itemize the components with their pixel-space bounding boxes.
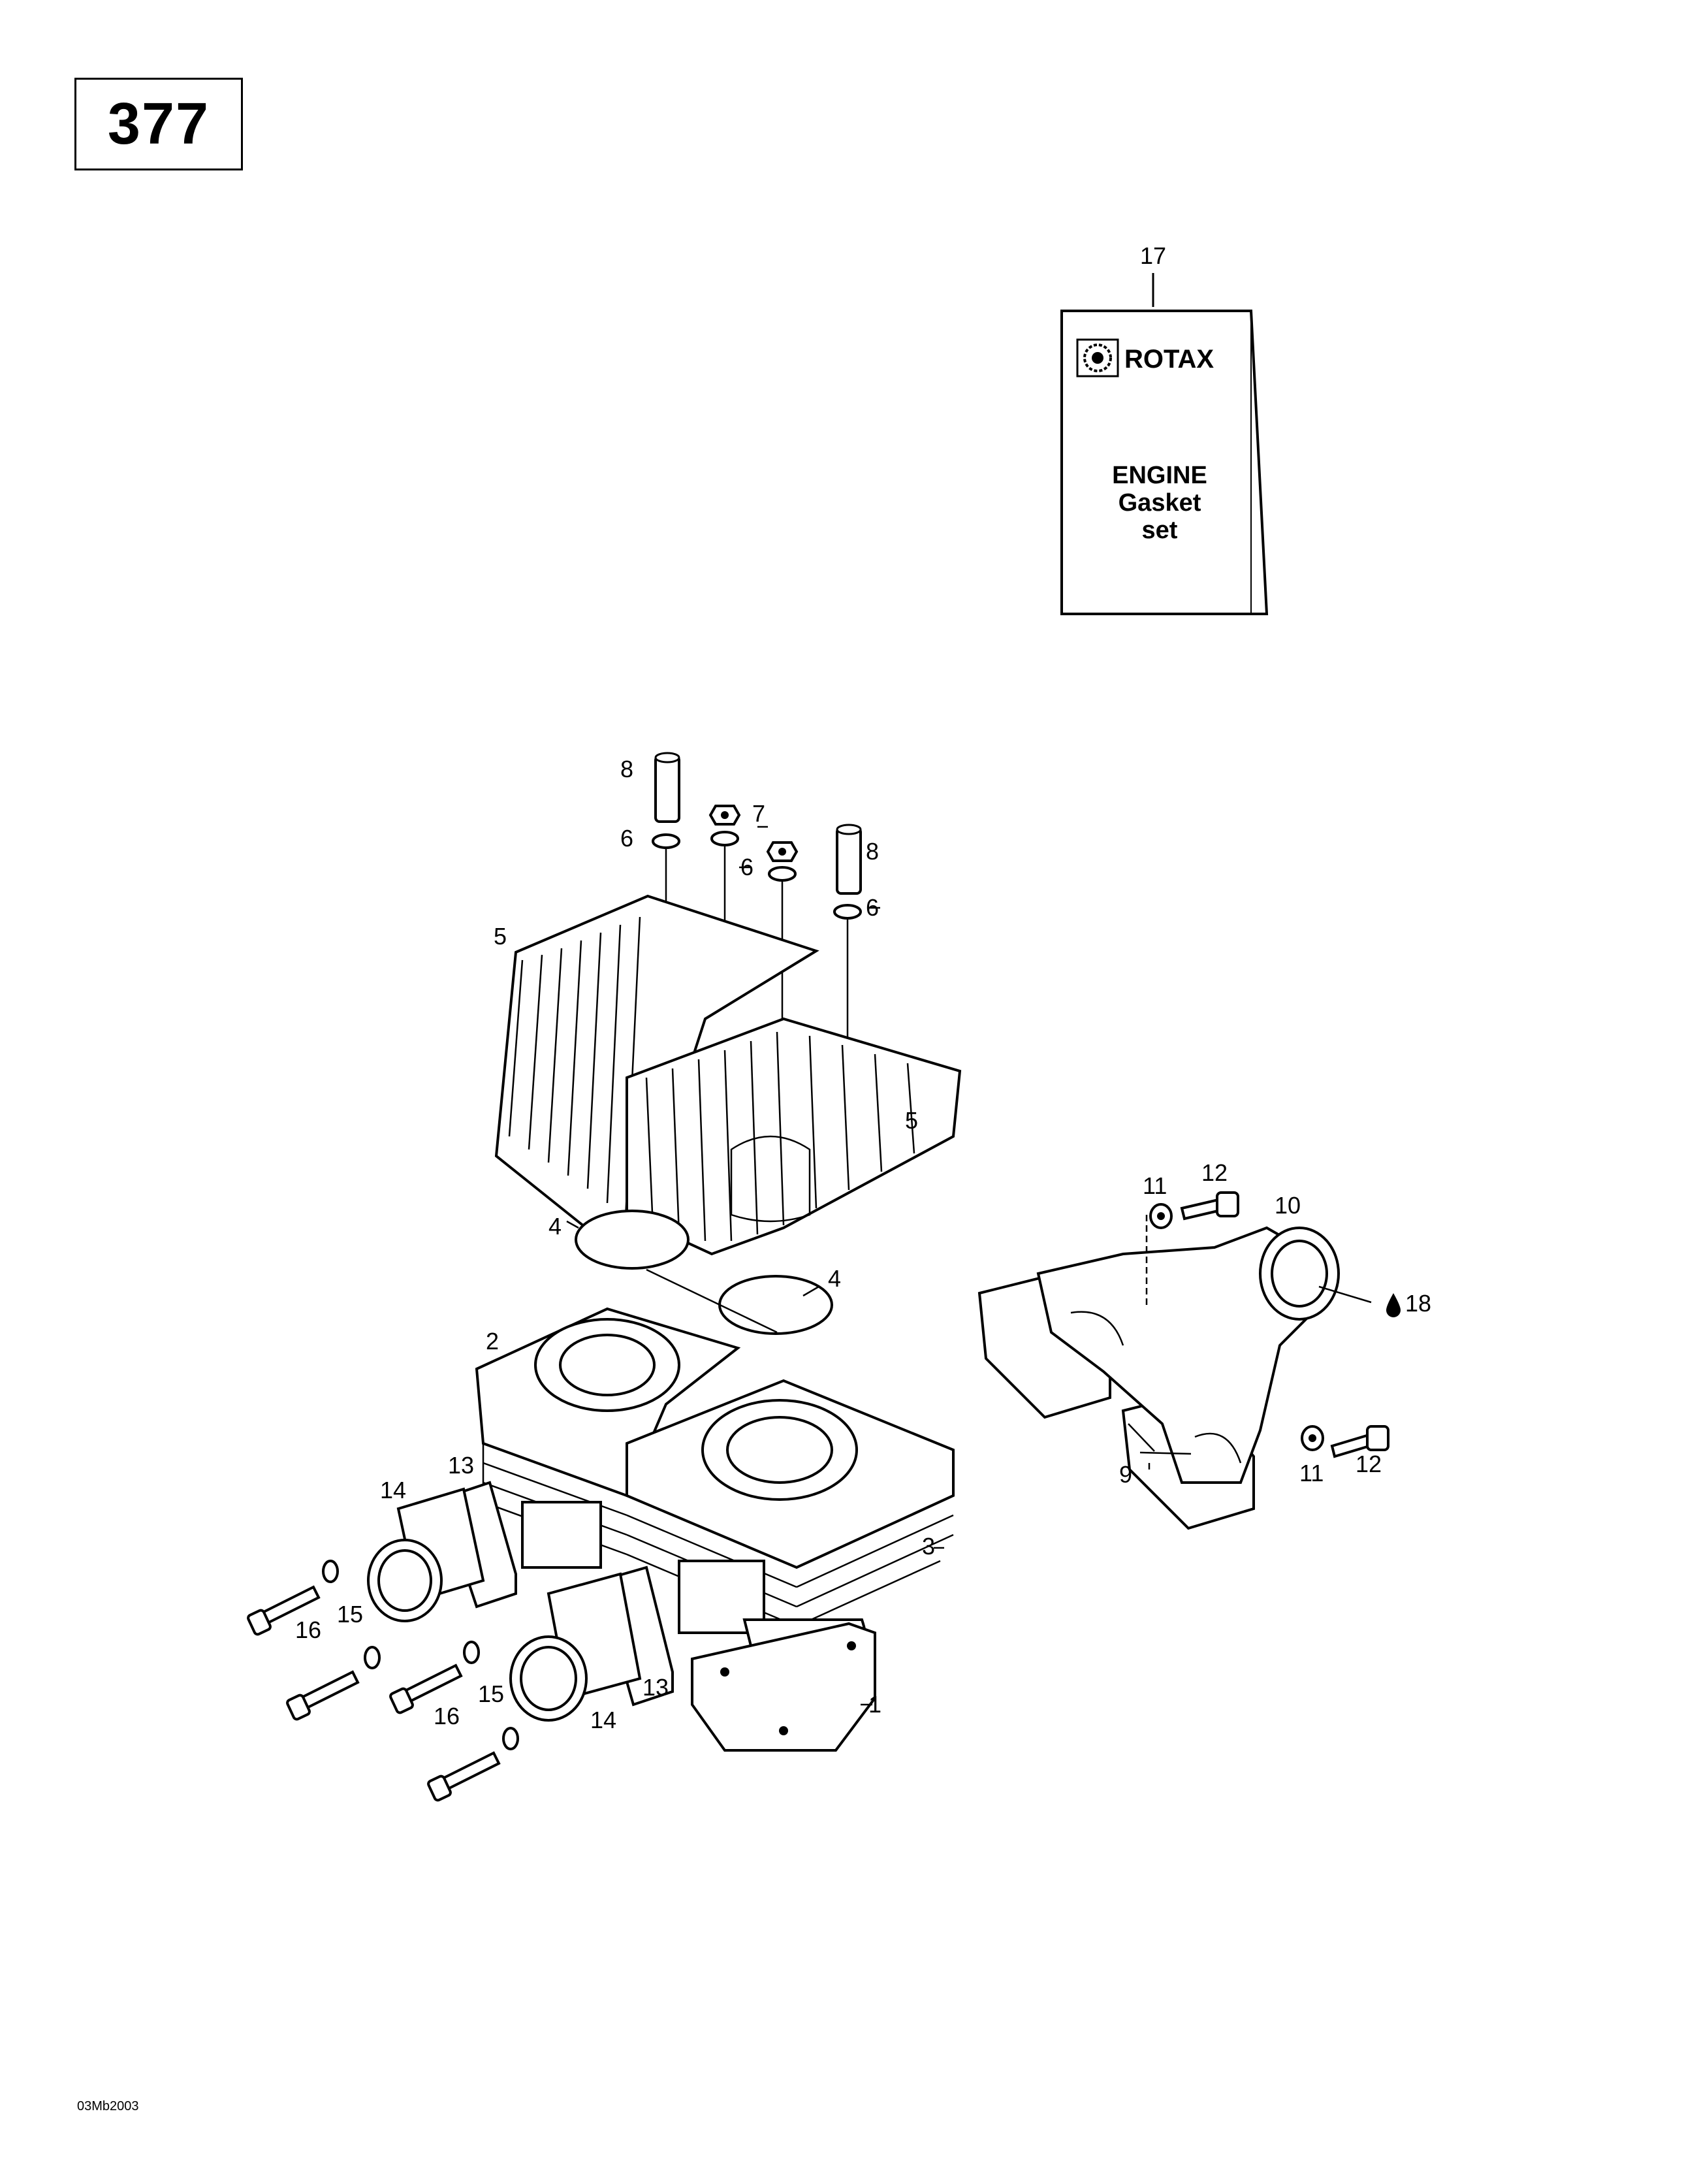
- exhaust-manifold[interactable]: [1036, 1226, 1340, 1484]
- callout-12-lower: 12: [1356, 1451, 1382, 1477]
- callout-14-upper: 14: [380, 1477, 406, 1503]
- callout-5-lower: 5: [905, 1107, 918, 1134]
- gasket-set-package[interactable]: ROTAX ENGINE Gasket set: [1060, 273, 1269, 615]
- page-number-box: 377: [74, 78, 243, 170]
- o-ring-right[interactable]: [718, 1275, 833, 1335]
- callout-12-upper: 12: [1201, 1159, 1228, 1186]
- base-gasket[interactable]: [691, 1622, 876, 1752]
- spacer-left[interactable]: [654, 752, 680, 823]
- gasket-kit-line2: Gasket: [1119, 489, 1201, 517]
- page-number: 377: [107, 91, 210, 157]
- washer-1[interactable]: [652, 833, 680, 849]
- gasket-kit-brand: ROTAX: [1124, 345, 1214, 374]
- nut-right[interactable]: [766, 841, 799, 862]
- gasket-kit-line1: ENGINE: [1112, 462, 1207, 489]
- callout-3: 3: [922, 1533, 935, 1560]
- callout-6-left: 6: [620, 825, 633, 852]
- callout-5-upper: 5: [494, 923, 507, 950]
- screw-4[interactable]: [427, 1751, 501, 1802]
- callout-7: 7: [752, 800, 765, 827]
- flange-nut-lower[interactable]: [1301, 1425, 1324, 1451]
- callout-8-left: 8: [620, 756, 633, 782]
- callout-13-lower: 13: [643, 1674, 669, 1701]
- callout-16-upper: 16: [295, 1616, 321, 1643]
- callout-11-upper: 11: [1143, 1172, 1167, 1199]
- callout-8-right: 8: [866, 838, 879, 865]
- gasket-kit-line3: set: [1142, 517, 1178, 544]
- callout-11-lower: 11: [1299, 1460, 1324, 1486]
- lock-washer-1[interactable]: [322, 1560, 339, 1583]
- intake-socket-lower[interactable]: [509, 1572, 642, 1722]
- cylinder-head-right[interactable]: [626, 1017, 962, 1256]
- flange-nut-upper[interactable]: [1149, 1203, 1173, 1229]
- cylinder-left[interactable]: [475, 1307, 741, 1569]
- intake-socket-upper[interactable]: [367, 1487, 485, 1622]
- callout-6-middle: 6: [740, 854, 754, 880]
- lock-washer-3[interactable]: [463, 1641, 480, 1664]
- o-ring-left[interactable]: [575, 1210, 690, 1270]
- callout-16-lower: 16: [434, 1703, 460, 1729]
- screw-3[interactable]: [389, 1663, 463, 1714]
- rotax-logo: ROTAX: [1076, 338, 1214, 377]
- callout-18: 18: [1405, 1290, 1431, 1317]
- callout-2: 2: [486, 1328, 499, 1355]
- lock-washer-2[interactable]: [364, 1646, 381, 1669]
- lock-washer-4[interactable]: [502, 1727, 519, 1750]
- drawing-code: 03Mb2003: [77, 2099, 139, 2113]
- callout-13-upper: 13: [448, 1452, 474, 1479]
- bolt-upper[interactable]: [1180, 1191, 1239, 1221]
- spacer-right[interactable]: [836, 824, 862, 895]
- callout-4-right: 4: [828, 1265, 841, 1292]
- callout-15-upper: 15: [337, 1601, 363, 1628]
- washer-2[interactable]: [710, 831, 739, 846]
- washer-4[interactable]: [833, 904, 862, 920]
- screw-1[interactable]: [247, 1585, 321, 1636]
- lubricant-drop-icon: [1386, 1293, 1401, 1317]
- bolt-lower[interactable]: [1330, 1425, 1389, 1458]
- callout-10: 10: [1275, 1192, 1301, 1219]
- callout-1: 1: [868, 1691, 881, 1718]
- cylinder-right[interactable]: [626, 1379, 955, 1673]
- callout-4-left: 4: [548, 1213, 562, 1240]
- nut-left[interactable]: [708, 805, 741, 826]
- screw-2[interactable]: [286, 1670, 360, 1721]
- callout-6-right: 6: [866, 894, 879, 921]
- callout-17: 17: [1140, 242, 1166, 269]
- callout-15-lower: 15: [478, 1680, 504, 1707]
- callout-14-lower: 14: [590, 1707, 616, 1733]
- callout-9: 9: [1119, 1461, 1132, 1488]
- washer-3[interactable]: [768, 866, 797, 882]
